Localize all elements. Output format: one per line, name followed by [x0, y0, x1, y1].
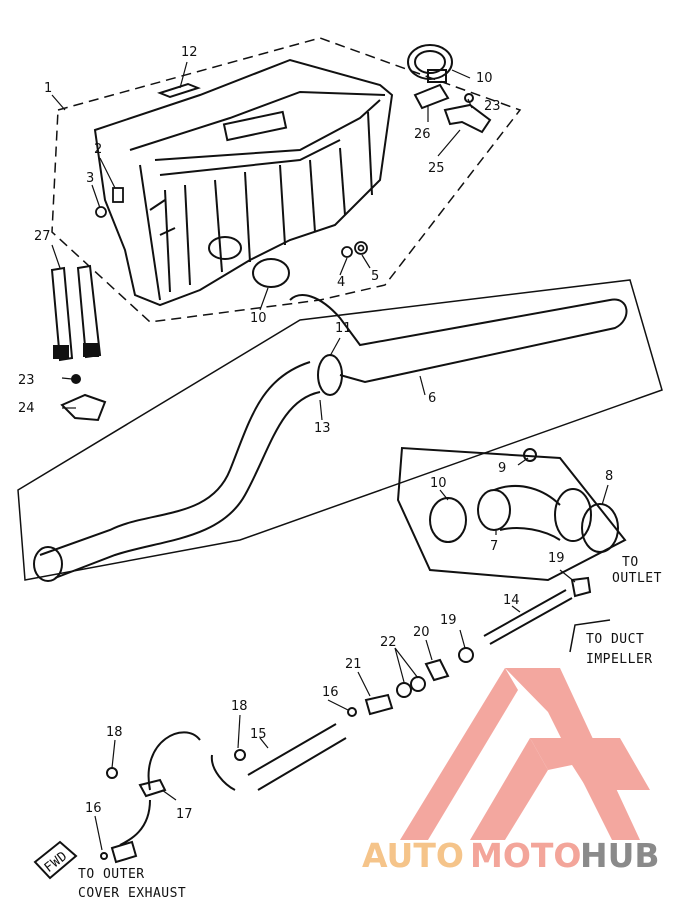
part-labels: 1 12 2 3 4 5 10 10 23 26 25 27 23 24 11 … — [18, 45, 613, 822]
label-11: 11 — [335, 321, 352, 336]
fasteners-2-3-4-5 — [95, 187, 368, 258]
part-27-straps — [50, 264, 102, 362]
hose-part-6 — [289, 294, 628, 384]
clamp-11 — [317, 354, 343, 396]
note-to-outlet-2: OUTLET — [612, 571, 662, 586]
label-6: 6 — [428, 391, 436, 406]
label-2: 2 — [94, 142, 102, 157]
hose-part-13 — [39, 361, 321, 579]
parts-23-24-left — [60, 374, 107, 422]
note-to-duct-1: TO DUCT — [586, 632, 644, 647]
leader-lines — [51, 61, 609, 851]
watermark-auto: AUTO — [362, 836, 464, 875]
label-16-left: 16 — [85, 801, 102, 816]
watermark-moto: MOTO — [470, 836, 581, 875]
label-8: 8 — [605, 469, 613, 484]
label-5: 5 — [371, 269, 379, 284]
label-3: 3 — [86, 171, 94, 186]
note-to-duct-2: IMPELLER — [586, 652, 653, 667]
watermark-text: AUTO MOTO HUB — [362, 836, 660, 875]
label-26: 26 — [414, 127, 431, 142]
label-14: 14 — [503, 593, 520, 608]
label-1: 1 — [44, 81, 52, 96]
note-to-outer-2: COVER EXHAUST — [78, 886, 186, 901]
label-17: 17 — [176, 807, 193, 822]
label-19-upper: 19 — [548, 551, 565, 566]
label-16-mid: 16 — [322, 685, 339, 700]
notes: TO OUTLET TO DUCT IMPELLER TO OUTER COVE… — [42, 555, 662, 901]
label-15: 15 — [250, 727, 267, 742]
elbow-assembly — [396, 446, 627, 582]
fwd-arrow — [33, 840, 78, 880]
hose-frame — [17, 279, 663, 581]
label-23-top: 23 — [484, 99, 501, 114]
fitting-chain — [347, 647, 474, 717]
note-to-outlet-1: TO — [622, 555, 639, 570]
watermark-logo — [400, 668, 650, 840]
label-10-mid: 10 — [250, 311, 267, 326]
label-20: 20 — [413, 625, 430, 640]
bracket-parts-25-26 — [413, 83, 492, 134]
label-9: 9 — [498, 461, 506, 476]
label-18-left: 18 — [106, 725, 123, 740]
label-22: 22 — [380, 635, 397, 650]
label-4: 4 — [337, 275, 345, 290]
duct-arrow-line — [569, 619, 611, 653]
part-10-clamp-top — [407, 44, 453, 83]
hose-end — [33, 546, 63, 582]
hose-part-15 — [247, 723, 347, 791]
label-13: 13 — [314, 421, 331, 436]
pipe-part-14 — [483, 589, 573, 645]
label-10-elbow: 10 — [430, 476, 447, 491]
label-7: 7 — [490, 539, 498, 554]
part-10-clamp-mid — [252, 258, 290, 288]
label-19-lower: 19 — [440, 613, 457, 628]
watermark-hub: HUB — [580, 836, 660, 875]
label-25: 25 — [428, 161, 445, 176]
label-27: 27 — [34, 229, 51, 244]
label-12: 12 — [181, 45, 198, 60]
label-21: 21 — [345, 657, 362, 672]
label-18-mid: 18 — [231, 699, 248, 714]
label-10-top: 10 — [476, 71, 493, 86]
label-23-left: 23 — [18, 373, 35, 388]
clamp-19-upper — [570, 576, 592, 598]
muffler-assembly-boundary — [51, 37, 522, 323]
part-12-cap — [157, 82, 201, 99]
muffler-box — [93, 58, 394, 307]
label-24: 24 — [18, 401, 35, 416]
note-to-outer-1: TO OUTER — [78, 867, 145, 882]
